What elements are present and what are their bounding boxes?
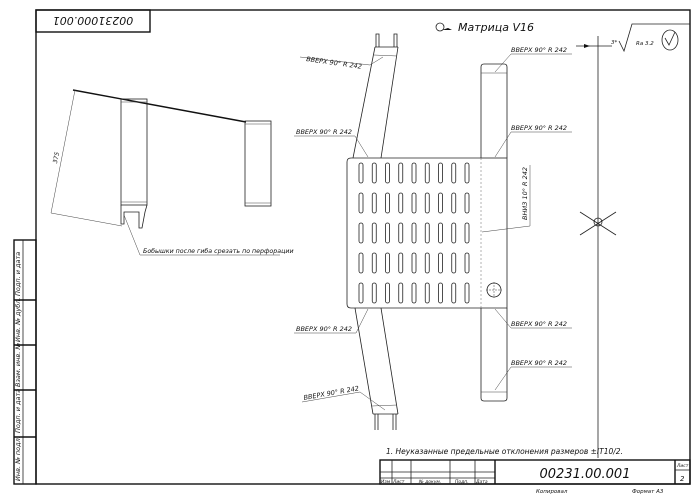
perforation-slot [451,252,457,274]
side-view-note: Бобышки после гиба срезать по перфорации [143,247,294,255]
svg-text:ВВЕРХ 90° R 242: ВВЕРХ 90° R 242 [511,320,567,328]
perforation-slot [464,252,470,274]
side-label-5: Инв. № подл. [14,436,22,481]
top-stamp-code: 00231000.001 [53,14,133,27]
perforation-slot [371,192,377,214]
col-izm: Изм [381,479,391,485]
perforation-slot [411,222,417,244]
perforation-slot [411,162,417,184]
bend-labels: ВВЕРХ 90° R 242 ВВЕРХ 90° R 242 ВВЕРХ 90… [294,46,572,411]
perforation-slot [385,192,390,214]
perforation-slot [358,282,364,304]
svg-text:ВВЕРХ 90° R 242: ВВЕРХ 90° R 242 [296,325,352,333]
perforation-slot [358,222,364,244]
side-label-1: Подп. и дата [14,252,22,296]
check-circle-icon [661,29,679,51]
perforation-slot [464,282,470,304]
dimension-375: 375 [52,151,61,164]
perforation-slot [451,282,457,304]
perforation-slot [385,222,390,244]
side-label-3: Взам. инв. № [14,343,22,387]
document-code: 00231.00.001 [540,467,631,482]
arrow-icon [442,28,452,30]
perforation-slot [411,252,417,274]
title-block: Изм Лист № докум. Подп. Дата 00231.00.00… [379,459,691,495]
perforation-slot [464,222,470,244]
perforation-slot [358,252,364,274]
col-sign: Подп. [455,479,469,485]
col-doc: № докум. [418,479,441,485]
perforation-slot [424,162,430,184]
perforation-slot [398,252,404,274]
perforation-slot [358,162,364,184]
perforation-slot [371,222,377,244]
svg-text:ВВЕРХ 90° R 242: ВВЕРХ 90° R 242 [296,128,352,136]
general-note: 1. Неуказанные предельные отклонения раз… [386,447,623,456]
drawing-frame [35,9,691,485]
svg-text:ВНИЗ 10° R 242: ВНИЗ 10° R 242 [521,167,529,220]
sheet-label: Лист [676,463,689,469]
bend-label-top-left-2: ВВЕРХ 90° R 242 [294,128,369,158]
side-view: 375 Бобышки после гиба срезать по перфор… [50,89,294,256]
perforation-slot [385,252,390,274]
svg-text:3*: 3* [611,40,617,46]
perforation-slot [424,222,430,244]
perforation-slot [464,162,470,184]
perforation-slot [438,252,443,274]
perforation-slot [424,282,430,304]
perforation-slot [451,222,457,244]
col-date: Дата [475,479,488,485]
roughness-sign-icon [618,23,690,53]
copied-label: Копировал [536,489,568,495]
col-list: Лист [392,479,405,485]
svg-text:ВВЕРХ 90° R 242: ВВЕРХ 90° R 242 [511,46,567,54]
perforation-slot [451,192,457,214]
perforation-slot [424,252,430,274]
bend-label-bottom-left-1: ВВЕРХ 90° R 242 [294,308,369,334]
perforation-slot [398,222,404,244]
bend-label-down: ВНИЗ 10° R 242 [481,165,531,233]
perforation-slot [438,222,443,244]
flat-pattern [346,33,508,430]
perforation-slot [371,252,377,274]
svg-text:Матрица V16: Матрица V16 [458,21,534,34]
top-stamp-box [35,9,151,33]
bend-label-bottom-right-1: ВВЕРХ 90° R 242 [494,308,572,329]
perforation-slot [371,162,377,184]
perforation-slot [451,162,457,184]
side-strip: Подп. и дата Инв. № дубл. Взам. инв. № П… [13,239,37,485]
sheet-number: 2 [680,475,685,483]
svg-text:ВВЕРХ 90° R 242: ВВЕРХ 90° R 242 [511,359,567,367]
perforation-slots [358,162,470,304]
format-label: Формат А3 [632,489,664,495]
svg-text:ВВЕРХ 90° R 242: ВВЕРХ 90° R 242 [511,124,567,132]
perforation-slot [398,282,404,304]
bend-label-top-right-1: ВВЕРХ 90° R 242 [494,46,572,73]
perforation-slot [464,192,470,214]
perforation-slot [398,192,404,214]
perforation-slot [398,162,404,184]
perforation-slot [371,282,377,304]
perforation-slot [411,192,417,214]
side-label-2: Инв. № дубл. [14,298,22,342]
perforation-slot [411,282,417,304]
side-label-4: Подп. и дата [14,389,22,433]
view-circle-icon [435,22,445,32]
perforation-slot [438,162,443,184]
perforation-slot [358,192,364,214]
svg-text:Ra 3.2: Ra 3.2 [636,41,654,47]
axis-and-roughness: 3* Ra 3.2 [576,23,690,458]
part-title: Матрица V16 [435,21,534,34]
svg-text:ВВЕРХ 90° R 242: ВВЕРХ 90° R 242 [306,55,363,71]
perforation-slot [385,282,390,304]
perforation-slot [424,192,430,214]
note-leader [123,214,280,256]
svg-text:ВВЕРХ 90° R 242: ВВЕРХ 90° R 242 [303,384,360,402]
bend-label-top-right-2: ВВЕРХ 90° R 242 [494,124,572,158]
perforation-slot [438,192,443,214]
perforation-slot [385,162,390,184]
bend-label-bottom-right-2: ВВЕРХ 90° R 242 [494,359,572,391]
dimension-line [50,89,76,214]
perforation-slot [438,282,443,304]
